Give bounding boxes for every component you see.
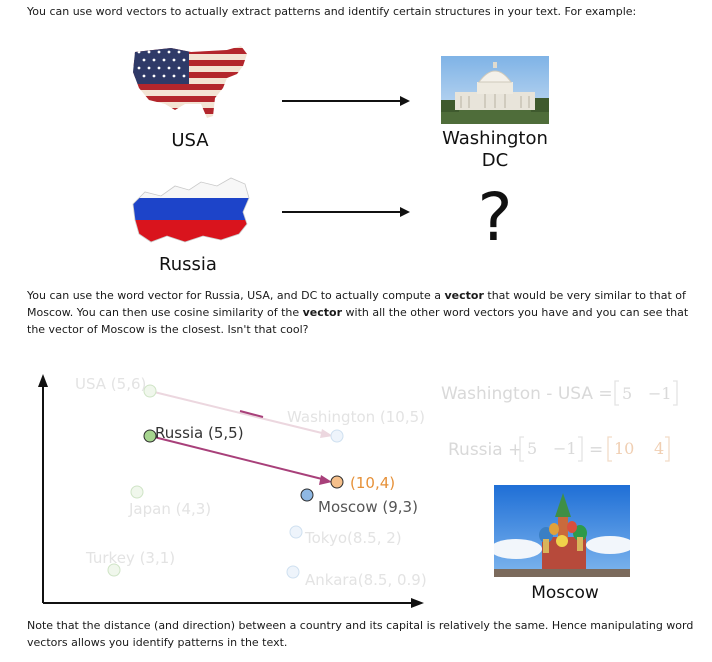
usa-to-washington-arrow: [149, 390, 333, 438]
conclusion-text: Note that the distance (and direction) b…: [27, 619, 694, 649]
question-mark: ?: [477, 179, 513, 256]
explanation-bold-vector-1: vector: [444, 289, 484, 302]
turkey-point-label: Turkey (3,1): [85, 549, 175, 567]
dc-label: DC: [481, 150, 509, 171]
usa-to-dc-arrow: [282, 96, 410, 106]
usa-flag-map-image: [133, 46, 247, 118]
usa-label: USA: [171, 130, 209, 151]
explanation-text-c: that would be very similar to that of Mo…: [27, 289, 686, 319]
moscow-point-label: Moscow (9,3): [318, 498, 418, 516]
moscow-point: [300, 488, 314, 502]
explanation-paragraph: You can use the word vector for Russia, …: [27, 287, 697, 338]
russia-point-label: Russia (5,5): [155, 424, 244, 442]
turkey-point: [107, 563, 121, 577]
moscow-cathedral-image: [494, 485, 630, 577]
result-point-label: (10,4): [350, 474, 395, 492]
plot-axes: [38, 374, 424, 608]
russia-to-unknown-arrow: [282, 207, 410, 217]
washington-dc-label: Washington DC: [435, 128, 555, 172]
eq2-r1: 10: [614, 439, 634, 458]
eq1-text: Washington - USA =: [441, 384, 613, 404]
equation-washington-minus-usa: Washington - USA = 5 −1: [441, 380, 678, 406]
russia-flag-map-image: [132, 177, 250, 243]
eq2-v2: −1: [553, 439, 577, 458]
usa-point-label: USA (5,6): [75, 375, 146, 393]
explanation-text-e: with all the other word vectors you have…: [27, 306, 689, 336]
washington-label: Washington: [442, 128, 548, 149]
eq2-text: Russia +: [448, 440, 522, 460]
tokyo-point: [289, 525, 303, 539]
intro-text: You can use word vectors to actually ext…: [27, 5, 637, 18]
washington-point-label: Washington (10,5): [287, 408, 425, 426]
eq1-v1: 5: [622, 384, 632, 403]
capitol-building-image: [441, 56, 549, 124]
moscow-image-label: Moscow: [531, 583, 599, 603]
ankara-point: [286, 565, 300, 579]
tokyo-point-label: Tokyo(8.5, 2): [304, 529, 402, 547]
japan-point: [130, 485, 144, 499]
eq1-v2: −1: [648, 384, 672, 403]
washington-point: [330, 429, 344, 443]
ankara-point-label: Ankara(8.5, 0.9): [305, 571, 427, 589]
russia-point: [143, 429, 157, 443]
eq2-equals: =: [589, 440, 603, 460]
russia-to-result-arrow: [149, 435, 332, 485]
japan-point-label: Japan (4,3): [128, 500, 211, 518]
explanation-text-a: You can use the word vector for Russia, …: [27, 289, 445, 302]
usa-point: [143, 384, 157, 398]
explanation-bold-vector-2: vector: [302, 306, 343, 319]
russia-label: Russia: [159, 254, 217, 275]
equation-russia-plus-vector: Russia + 5 −1 = 10 4: [448, 436, 670, 462]
eq2-r2: 4: [654, 439, 664, 458]
result-point: [330, 475, 344, 489]
eq2-v1: 5: [527, 439, 537, 458]
